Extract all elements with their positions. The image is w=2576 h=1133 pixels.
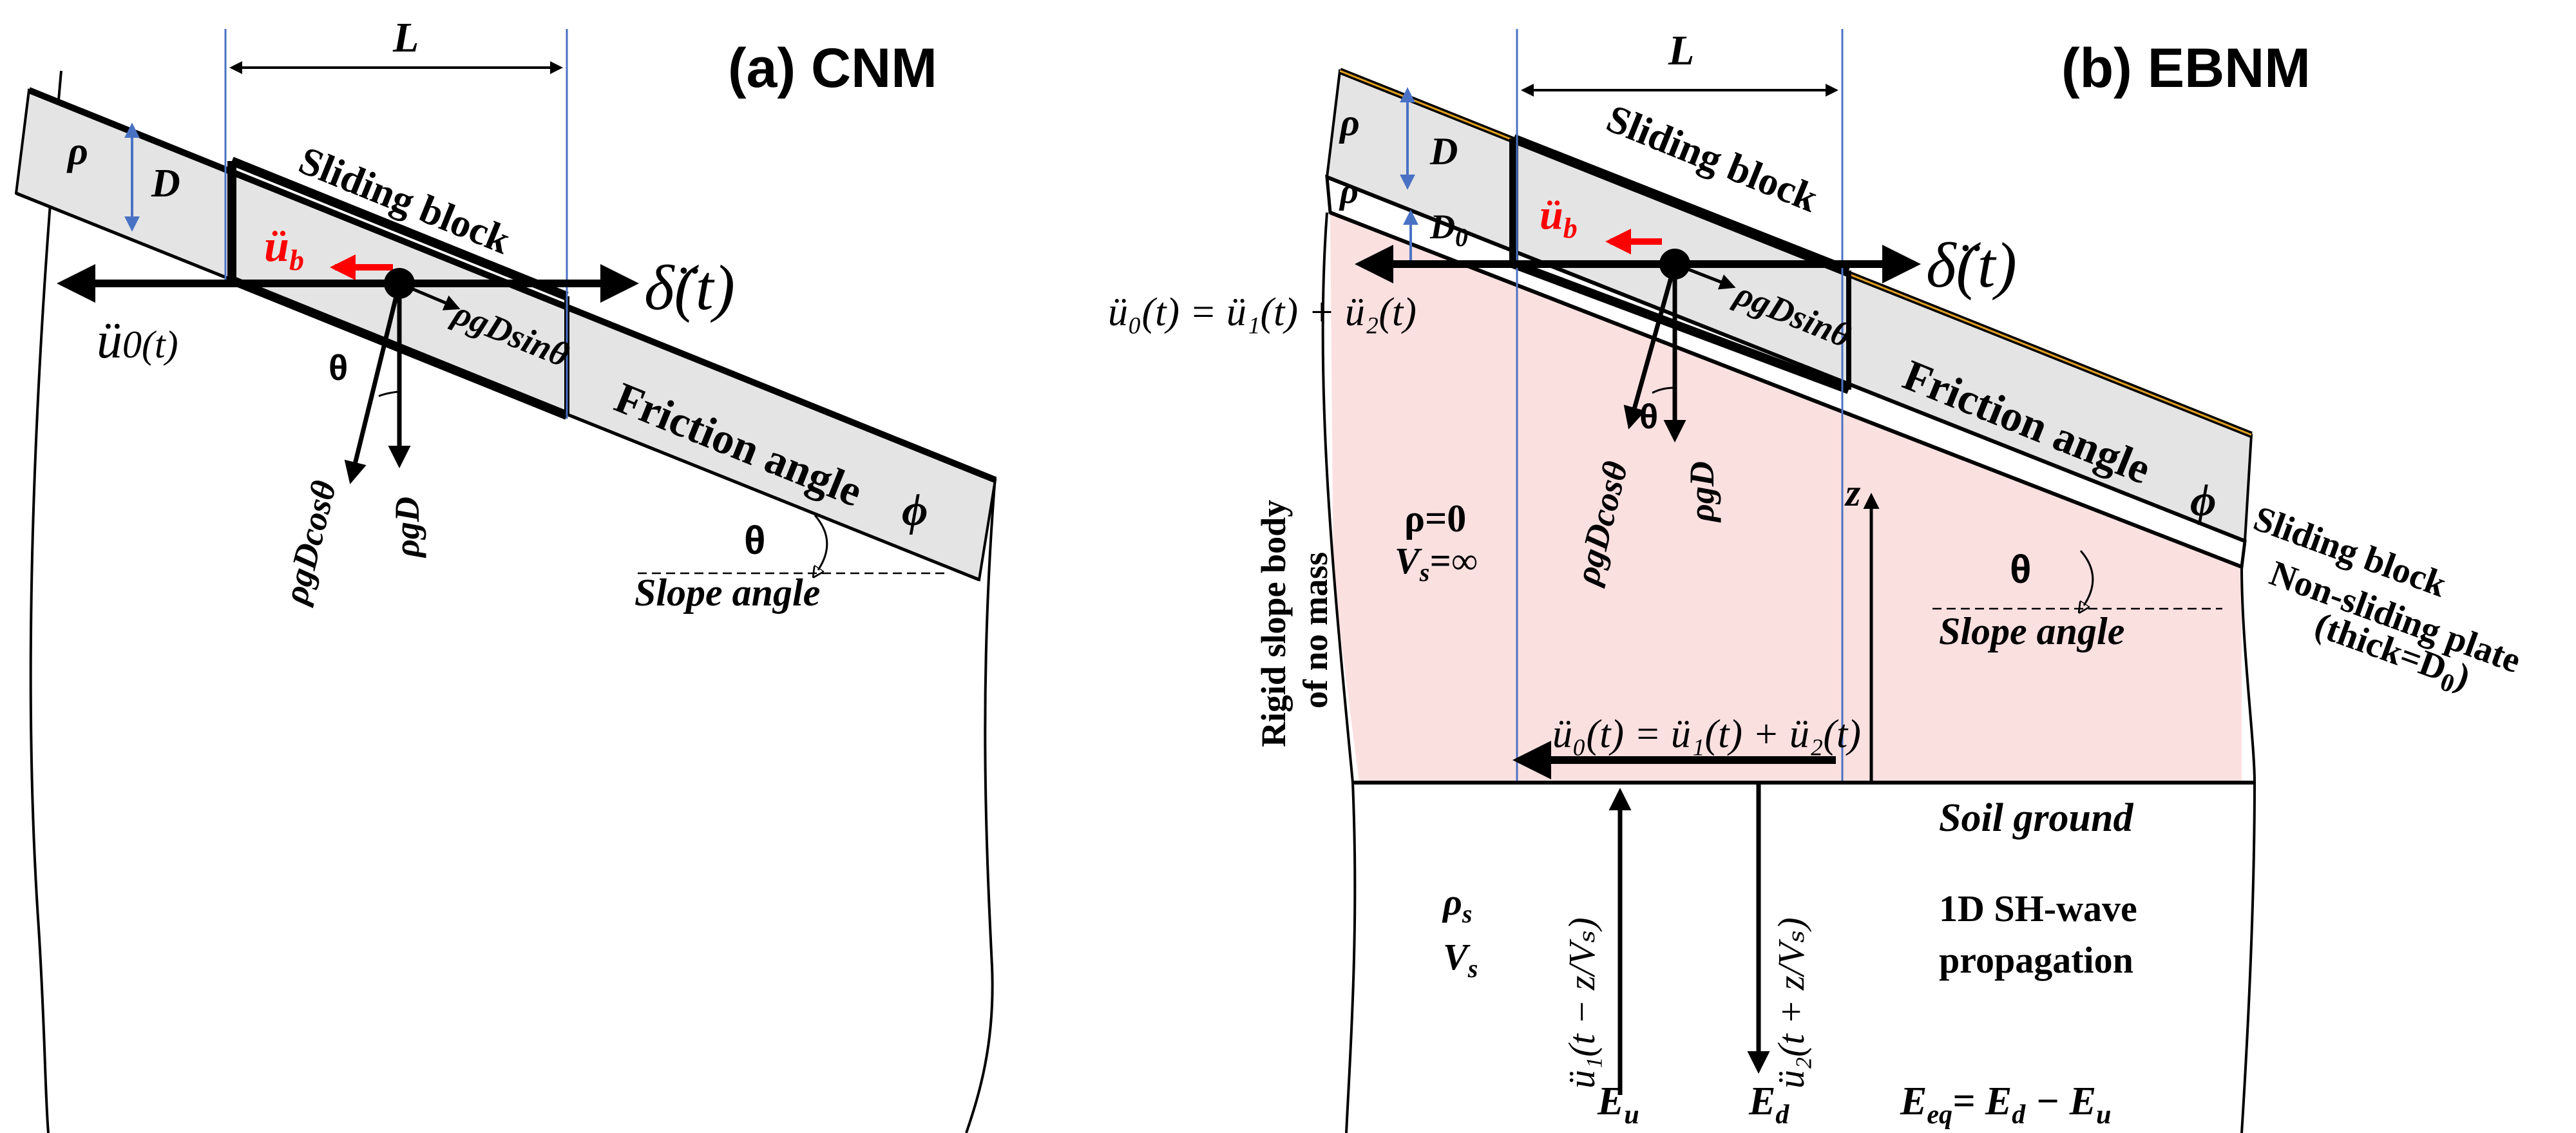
panel-b-title: (b) EBNM (2061, 37, 2311, 99)
panel-a-left-boundary (29, 70, 62, 1133)
panel-b-soil-label: Soil ground (1939, 796, 2134, 840)
panel-a-block-accel: üb (264, 222, 304, 276)
panel-b: (b) EBNM L ρ D ρ D0 Sliding block üb δ̈(… (1108, 27, 2526, 1133)
panel-b-plate-bottom-line (1329, 211, 2243, 569)
panel-b-base-accel-label: ü₀(t) = ü₁(t) + ü₂(t) (1552, 712, 1861, 756)
panel-a-weight-label: ρgD (388, 497, 426, 558)
panel-a-slope-theta: θ (744, 519, 766, 563)
panel-b-soil-vs: Vs (1443, 936, 1478, 983)
panel-b-top-accel-label: ü₀(t) = ü₁(t) + ü₂(t) (1108, 290, 1417, 334)
panel-a-density-label: ρ (66, 129, 88, 173)
panel-b-right-boundary (2240, 566, 2256, 1133)
panel-b-block-accel: üb (1540, 191, 1578, 244)
panel-a: (a) CNM L ρ D Sliding block üb δ̈(t) ü0(… (14, 14, 997, 1133)
panel-b-wave-label-2: propagation (1939, 939, 2133, 981)
panel-b-normal-force-arrow (1623, 263, 1677, 430)
panel-a-friction-symbol: ϕ (902, 486, 928, 535)
panel-b-tangential-force-arrow (1674, 262, 1736, 290)
panel-b-slope-angle-label: Slope angle (1939, 610, 2124, 652)
panel-b-plate-depth-label: D0 (1429, 207, 1468, 252)
panel-b-slip-label: δ̈(t) (1926, 229, 2017, 301)
panel-a-theta-label: θ (329, 347, 348, 388)
panel-a-right-boundary (965, 476, 997, 1133)
panel-a-ground-accel-label: ü0(t) (97, 312, 178, 369)
panel-b-rigid-body (1330, 213, 2242, 783)
panel-b-soil-density: ρs (1442, 881, 1472, 928)
panel-a-title: (a) CNM (728, 37, 937, 99)
panel-b-weight-label: ρgD (1683, 461, 1721, 523)
panel-b-body-vs: Vs=∞ (1395, 540, 1478, 587)
panel-a-slope-angle-label: Slope angle (634, 571, 820, 614)
panel-b-slope-angle-arc (2081, 550, 2094, 605)
panel-a-length-label: L (392, 14, 419, 61)
panel-b-downgoing-wave-label: ü₂(t + z/Vₛ) (1770, 917, 1812, 1089)
panel-b-ed-label: Ed (1748, 1080, 1789, 1130)
panel-b-eeq-label: Eeq= Ed − Eu (1900, 1080, 2112, 1130)
panel-a-normal-force-label: ρgDcosθ (276, 477, 344, 609)
panel-a-slope-angle-arc (815, 515, 828, 570)
panel-b-wave-label-1: 1D SH-wave (1939, 888, 2137, 929)
panel-b-body-density: ρ=0 (1404, 497, 1466, 540)
panel-b-friction-symbol: ϕ (2190, 476, 2217, 526)
panel-b-z-label: z (1844, 471, 1861, 514)
panel-b-theta-label: θ (1639, 397, 1658, 436)
panel-a-normal-force-arrow (344, 283, 402, 484)
panel-a-slip-label: δ̈(t) (644, 252, 735, 323)
panel-b-plate-density-label: ρ (1339, 171, 1359, 211)
panel-b-rigid-body-label-1: Rigid slope body (1254, 500, 1293, 747)
panel-b-density-label: ρ (1339, 101, 1360, 144)
panel-a-tangential-force-arrow (399, 281, 461, 310)
panel-b-slope-mid-line (1326, 175, 2246, 543)
panel-b-slope-theta: θ (2010, 547, 2032, 592)
panel-b-upgoing-wave-label: ü₁(t − z/Vₛ) (1561, 917, 1603, 1089)
panel-b-eu-label: Eu (1597, 1080, 1639, 1130)
panel-b-rigid-body-label-2: of no mass (1296, 552, 1335, 709)
panel-b-length-label: L (1668, 27, 1694, 74)
panel-b-left-boundary (1321, 212, 1357, 1133)
panel-b-depth-label: D (1429, 130, 1458, 173)
panel-a-depth-label: D (151, 162, 180, 205)
